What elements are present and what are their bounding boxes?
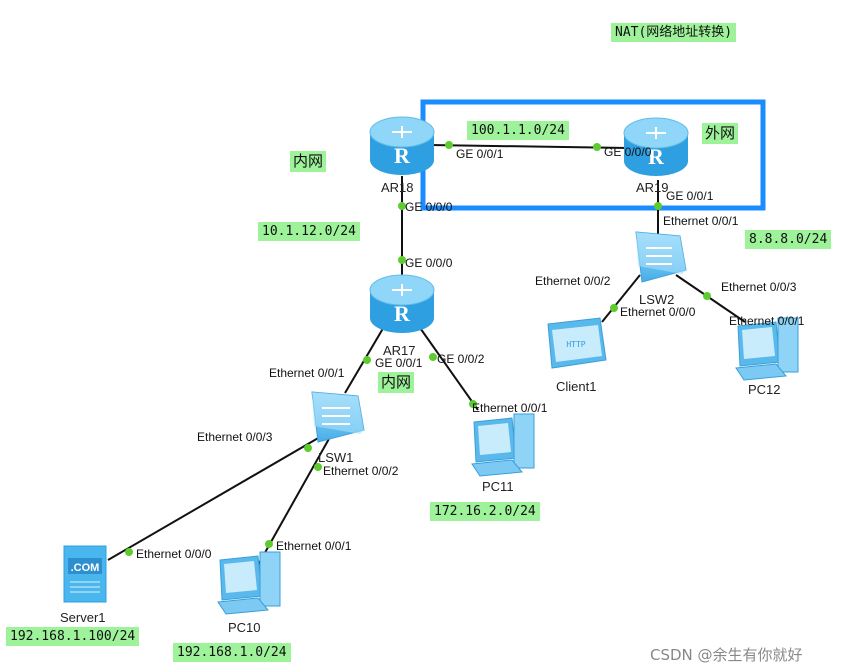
device-label-pc12: PC12 [748, 382, 781, 397]
device-label-ar17: AR17 [383, 343, 416, 358]
pc11-icon[interactable] [471, 413, 535, 477]
svg-text:R: R [648, 144, 665, 169]
port-ar18-ge001: GE 0/0/1 [456, 147, 504, 161]
port-dot [469, 400, 477, 408]
http-text: HTTP [566, 340, 585, 349]
server1-icon[interactable]: .COM [63, 545, 107, 603]
subnet-outside: 8.8.8.0/24 [745, 230, 832, 249]
port-dot [610, 304, 618, 312]
device-label-lsw1: LSW1 [318, 450, 354, 465]
port-ar19-ge001: GE 0/0/1 [666, 189, 714, 203]
port-ar18-ge000: GE 0/0/0 [405, 200, 453, 214]
subnet-wan: 100.1.1.0/24 [467, 121, 569, 140]
switch-lsw1-icon[interactable] [311, 391, 365, 443]
switch-lsw2-icon[interactable] [635, 231, 687, 283]
port-lsw1-e001: Ethernet 0/0/1 [269, 366, 345, 380]
device-label-ar18: AR18 [381, 180, 414, 195]
device-label-pc11: PC11 [482, 479, 514, 494]
svg-text:R: R [394, 301, 411, 326]
com-text: .COM [71, 562, 100, 574]
port-dot [593, 143, 601, 151]
port-pc11-e001: Ethernet 0/0/1 [472, 401, 548, 415]
svg-text:R: R [394, 143, 411, 168]
port-client1-e000: Ethernet 0/0/0 [620, 305, 696, 319]
port-lsw2-e003: Ethernet 0/0/3 [721, 280, 797, 294]
zone-inner-left: 内网 [290, 151, 327, 172]
pc10-icon[interactable] [217, 551, 281, 615]
port-lsw1-e002: Ethernet 0/0/2 [323, 464, 399, 478]
port-dot [314, 463, 322, 471]
port-dot [703, 292, 711, 300]
port-server1-e000: Ethernet 0/0/0 [136, 547, 212, 561]
port-lsw2-e001-up: Ethernet 0/0/1 [663, 214, 739, 228]
subnet-pc11: 172.16.2.0/24 [430, 502, 540, 521]
diagram-title: NAT(网络地址转换) [611, 23, 737, 42]
port-dot [265, 540, 273, 548]
port-dot [429, 353, 437, 361]
router-ar18-icon[interactable]: R [369, 116, 435, 175]
port-dot [398, 256, 406, 264]
router-ar17-icon[interactable]: R [369, 274, 435, 333]
port-pc10-e001: Ethernet 0/0/1 [276, 539, 352, 553]
link-lsw2-client1 [601, 274, 641, 323]
port-dot [445, 141, 453, 149]
port-ar19-ge000: GE 0/0/0 [604, 145, 652, 159]
subnet-pc10: 192.168.1.0/24 [173, 643, 291, 662]
port-ar17-ge001: GE 0/0/1 [375, 356, 423, 370]
watermark: CSDN @余生有你就好 [650, 646, 803, 664]
port-dot [363, 356, 371, 364]
device-label-pc10: PC10 [228, 620, 261, 635]
link-lsw1-server1 [107, 436, 321, 561]
port-dot [125, 548, 133, 556]
zone-inner-mid: 内网 [378, 372, 415, 393]
device-label-server1: Server1 [60, 610, 106, 625]
port-lsw2-e002: Ethernet 0/0/2 [535, 274, 611, 288]
router-ar19-icon[interactable]: R [623, 117, 689, 176]
port-pc12-e001: Ethernet 0/0/1 [729, 314, 805, 328]
port-dot [398, 202, 406, 210]
port-lsw1-e003: Ethernet 0/0/3 [197, 430, 273, 444]
port-dot [304, 444, 312, 452]
zone-outer: 外网 [702, 123, 739, 144]
link-ar17-pc11 [417, 324, 479, 411]
link-lsw2-pc12 [675, 274, 746, 323]
device-label-client1: Client1 [556, 379, 597, 394]
subnet-server: 192.168.1.100/24 [6, 627, 140, 646]
port-ar17-ge002: GE 0/0/2 [437, 352, 485, 366]
client1-icon[interactable]: HTTP [547, 317, 607, 369]
subnet-ar18-ar17: 10.1.12.0/24 [258, 222, 360, 241]
device-label-ar19: AR19 [636, 180, 669, 195]
pc12-icon[interactable] [735, 317, 799, 381]
device-label-lsw2: LSW2 [639, 292, 675, 307]
port-dot [654, 202, 662, 210]
port-ar17-ge000: GE 0/0/0 [405, 256, 453, 270]
